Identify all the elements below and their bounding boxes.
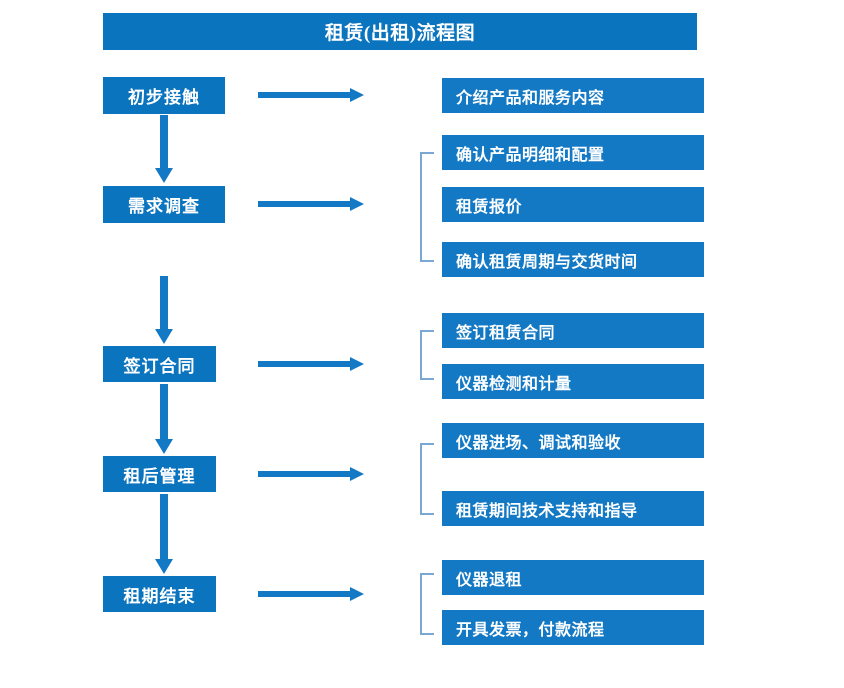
detail-box-invoice-payment[interactable]: 开具发票，付款流程 [442,610,704,645]
stage-box-lease-end[interactable]: 租期结束 [103,576,216,612]
stage-box-sign-contract[interactable]: 签订合同 [103,346,216,382]
detail-box-instrument-inspection[interactable]: 仪器检测和计量 [442,364,704,399]
horizontal-arrow-4 [258,465,366,483]
detail-box-sign-rental-contract[interactable]: 签订租赁合同 [442,313,704,348]
horizontal-arrow-5 [258,585,366,603]
vertical-arrow-1 [153,115,175,185]
stage-box-demand-survey[interactable]: 需求调查 [103,186,225,223]
detail-box-instrument-return[interactable]: 仪器退租 [442,560,704,595]
detail-box-technical-support[interactable]: 租赁期间技术支持和指导 [442,491,704,526]
horizontal-arrow-1 [258,86,366,104]
horizontal-arrow-3 [258,355,366,373]
detail-box-instrument-entry-commission[interactable]: 仪器进场、调试和验收 [442,423,704,458]
stage-box-initial-contact[interactable]: 初步接触 [103,77,225,114]
bracket-group-4 [420,443,434,515]
detail-box-confirm-period-delivery[interactable]: 确认租赁周期与交货时间 [442,242,704,277]
detail-box-confirm-product-spec[interactable]: 确认产品明细和配置 [442,135,704,170]
bracket-group-2 [420,152,434,262]
horizontal-arrow-2 [258,195,366,213]
vertical-arrow-2 [153,276,175,346]
stage-box-post-rent-management[interactable]: 租后管理 [103,456,216,492]
bracket-group-5 [420,573,434,635]
vertical-arrow-4 [153,494,175,576]
bracket-group-3 [420,330,434,380]
detail-box-introduce-products[interactable]: 介绍产品和服务内容 [442,78,704,113]
vertical-arrow-3 [153,384,175,456]
detail-box-rental-quotation[interactable]: 租赁报价 [442,187,704,222]
page-title: 租赁(出租)流程图 [103,13,697,50]
